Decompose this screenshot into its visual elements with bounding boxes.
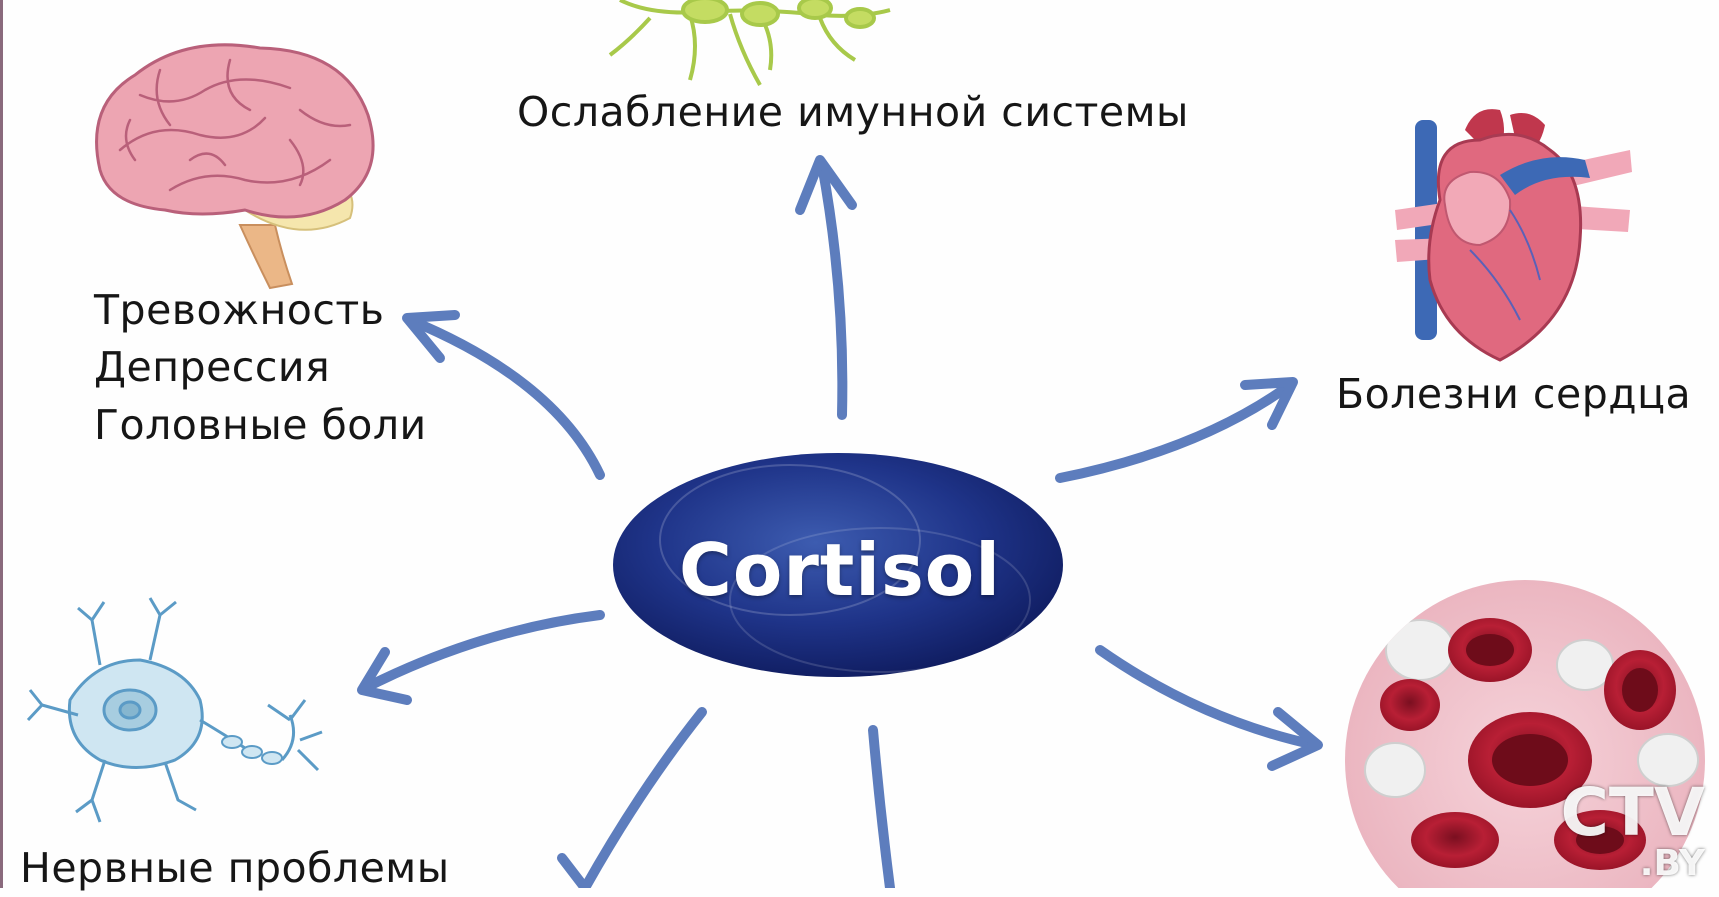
arrow-to-bottom [868,725,895,888]
cortisol-ellipse [613,453,1063,677]
arrow-to-bottom-left [580,707,707,888]
arrow-to-bottom-left-head [557,853,590,888]
arrow-to-mental-head [402,310,460,363]
arrow-to-heart-head [1240,377,1298,430]
ctv-watermark-logo: CTV .BY [1560,780,1705,882]
anxiety-label: Тревожность [94,286,385,334]
depression-label: Депрессия [94,343,331,392]
neuron-icon [26,597,323,823]
arrow-to-nervous-head [357,647,412,705]
heart-label: Болезни сердца [1336,370,1692,418]
arrow-to-blood-head [1267,707,1323,771]
brain-icon [95,43,375,290]
heart-icon [1395,109,1632,362]
mental-effects-list: Тревожность Депрессия Головные боли [94,282,427,454]
immune-label: Ослабление имунной системы [517,88,1189,136]
watermark-sub: .BY [1639,843,1705,884]
arrow-to-immune [817,160,848,420]
frame-border [0,0,3,888]
arrow-to-mental [405,315,605,480]
arrows [357,155,1323,888]
immune-cell-icon [608,0,891,86]
blood-cells-icon [1345,580,1705,888]
arrow-to-immune-head [795,155,857,215]
watermark-main: CTV [1560,774,1705,851]
nervous-label: Нервные проблемы [20,844,450,892]
arrow-to-nervous [360,610,605,693]
headache-label: Головные боли [94,400,427,449]
arrow-to-heart [1055,380,1295,483]
cortisol-title: Cortisol [679,528,1001,612]
arrow-to-blood [1095,645,1320,750]
